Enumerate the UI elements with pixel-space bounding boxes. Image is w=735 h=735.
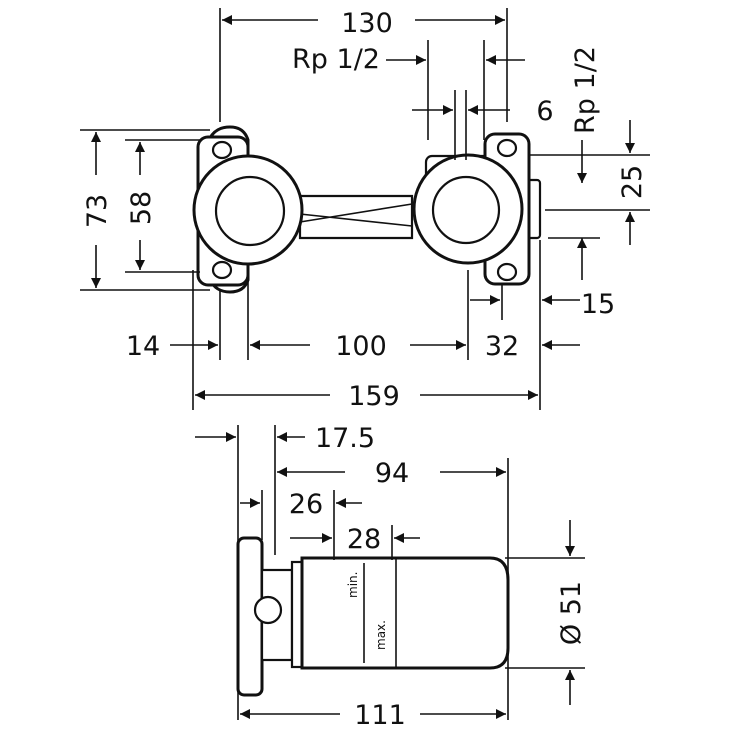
mount-hole (211, 140, 233, 160)
dim-58: 58 (126, 191, 157, 225)
label-min: min. (346, 572, 360, 598)
extension-lines (80, 8, 650, 410)
dim-rp-left: Rp 1/2 (292, 44, 380, 75)
top-view: 130 Rp 1/2 6 Rp 1/2 73 58 25 15 14 100 3… (80, 8, 650, 412)
dim-73: 73 (82, 194, 113, 228)
dim-130: 130 (341, 8, 393, 39)
dim-rp-right: Rp 1/2 (570, 46, 601, 134)
side-dimension-lines (195, 432, 575, 719)
dim-6: 6 (536, 96, 553, 127)
mount-hole (211, 260, 233, 280)
dim-14: 14 (126, 331, 160, 362)
dim-25: 25 (617, 165, 648, 199)
mount-hole (496, 138, 518, 158)
housing (300, 556, 510, 670)
dim-100: 100 (335, 331, 387, 362)
dim-28: 28 (347, 524, 381, 555)
dim-111: 111 (354, 700, 406, 731)
label-max: max. (374, 620, 388, 650)
bridge-line (299, 203, 413, 223)
dim-32: 32 (485, 331, 519, 362)
dimension-lines (91, 15, 635, 400)
port-circle (253, 595, 283, 625)
bridge-body (298, 194, 414, 240)
mount-hole (496, 262, 518, 282)
left-valve-body (192, 125, 304, 294)
side-extension-lines (237, 425, 585, 720)
dim-17-5: 17.5 (315, 423, 375, 454)
dim-51: Ø 51 (556, 581, 587, 645)
dim-159: 159 (348, 381, 400, 412)
dim-15: 15 (581, 289, 615, 320)
dim-26: 26 (289, 489, 323, 520)
right-valve-body (412, 132, 542, 286)
bridge-line (299, 213, 413, 227)
side-view: min. max. 17.5 (195, 423, 587, 731)
dim-94: 94 (375, 458, 409, 489)
